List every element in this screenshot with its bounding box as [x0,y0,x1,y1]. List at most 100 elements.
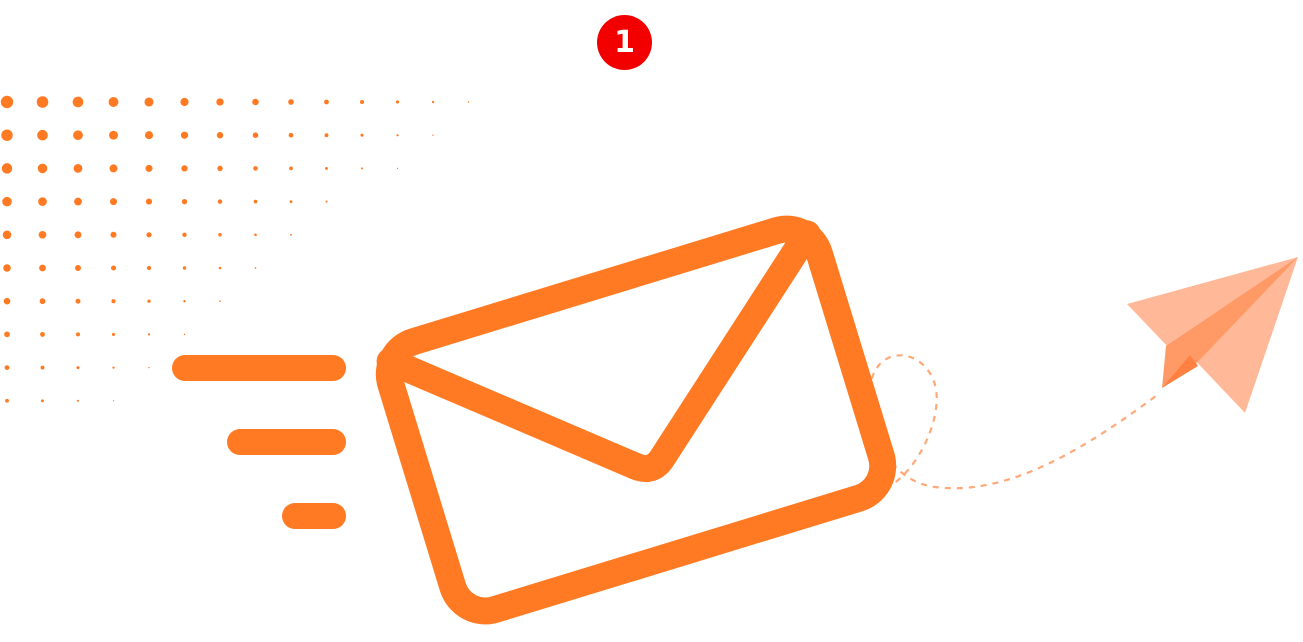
halftone-dot [39,298,46,305]
halftone-dot [5,398,9,403]
halftone-dot [111,299,116,304]
halftone-dot [76,332,80,337]
halftone-dot [112,400,115,402]
paper-plane-icon [1127,257,1298,413]
halftone-dot [360,167,364,170]
halftone-dot [432,134,434,136]
halftone-dot [183,299,186,303]
halftone-dot [325,200,328,203]
halftone-dot [74,231,82,239]
halftone-dot [3,297,11,305]
halftone-dot [147,333,151,336]
halftone-dot [109,130,118,140]
halftone-dot [73,164,83,173]
halftone-dot [37,129,48,141]
halftone-dot [75,298,81,304]
halftone-dot [218,233,222,237]
halftone-dot [180,97,189,107]
halftone-dot [72,96,84,108]
halftone-dot [254,233,257,237]
halftone-dot [38,230,47,239]
halftone-dot [288,99,294,105]
halftone-dot [290,233,292,236]
halftone-dot [147,299,151,303]
dotted-trail-icon [643,354,1161,495]
halftone-dot [253,166,258,171]
halftone-dot [1,129,13,141]
halftone-dot [37,163,48,174]
halftone-dot [41,399,44,403]
halftone-dot [3,264,11,272]
halftone-dot [73,130,83,141]
halftone-dot [110,265,117,271]
halftone-dot [360,100,364,104]
halftone-dot [74,197,82,206]
halftone-dots-icon [0,95,470,403]
halftone-dot [1,163,13,174]
halftone-dot [252,98,259,106]
halftone-dot [182,266,187,270]
halftone-dot [112,366,115,369]
halftone-dot [108,97,119,107]
halftone-dot [145,198,153,205]
speed-lines-icon [172,355,346,529]
halftone-dot [38,197,47,206]
halftone-dot [144,97,154,107]
envelope-flap [376,220,821,482]
halftone-dot [216,132,224,139]
halftone-dot [396,167,399,170]
halftone-dot [4,331,10,338]
halftone-dot [40,365,45,370]
halftone-dot [252,132,259,138]
halftone-dot [148,366,150,369]
halftone-dot [324,133,329,138]
plane-wing-bottom [1190,257,1298,413]
halftone-dot [2,230,12,240]
plane-wing-top [1127,257,1298,349]
halftone-dot [216,98,224,106]
halftone-dot [111,332,116,336]
halftone-dot [324,99,329,105]
halftone-dot [4,365,10,370]
halftone-dot [360,133,364,137]
halftone-dot [289,166,293,171]
notification-count: 1 [614,24,635,60]
halftone-dot [0,95,14,109]
halftone-dot [182,232,187,237]
halftone-dot [146,265,152,271]
halftone-dot [39,264,46,272]
halftone-dot [145,164,153,172]
halftone-dot [146,232,152,238]
halftone-dot [467,101,470,103]
halftone-dot [36,96,49,108]
halftone-dot [217,165,223,172]
halftone-dot [289,200,293,204]
halftone-dot [218,266,222,270]
halftone-dot [254,267,257,269]
halftone-dot [144,131,154,140]
halftone-dot [40,331,45,337]
halftone-dot [2,196,12,207]
notification-badge[interactable]: 1 [597,15,652,70]
halftone-dot [183,333,186,336]
envelope-body [375,215,897,625]
halftone-dot [181,198,188,205]
halftone-dot [288,132,294,138]
envelope-icon [375,215,897,625]
halftone-dot [109,164,118,173]
halftone-dot [253,199,258,204]
halftone-dot [181,165,188,172]
plane-keel [1162,257,1298,388]
halftone-dot [219,300,221,303]
halftone-dot [75,265,81,271]
halftone-dot [110,231,117,238]
halftone-dot [431,100,435,104]
halftone-dot [110,198,117,206]
halftone-dot [180,131,189,139]
halftone-dot [217,199,223,204]
halftone-dot [76,399,80,402]
halftone-dot [325,166,328,170]
halftone-dot [396,134,399,137]
